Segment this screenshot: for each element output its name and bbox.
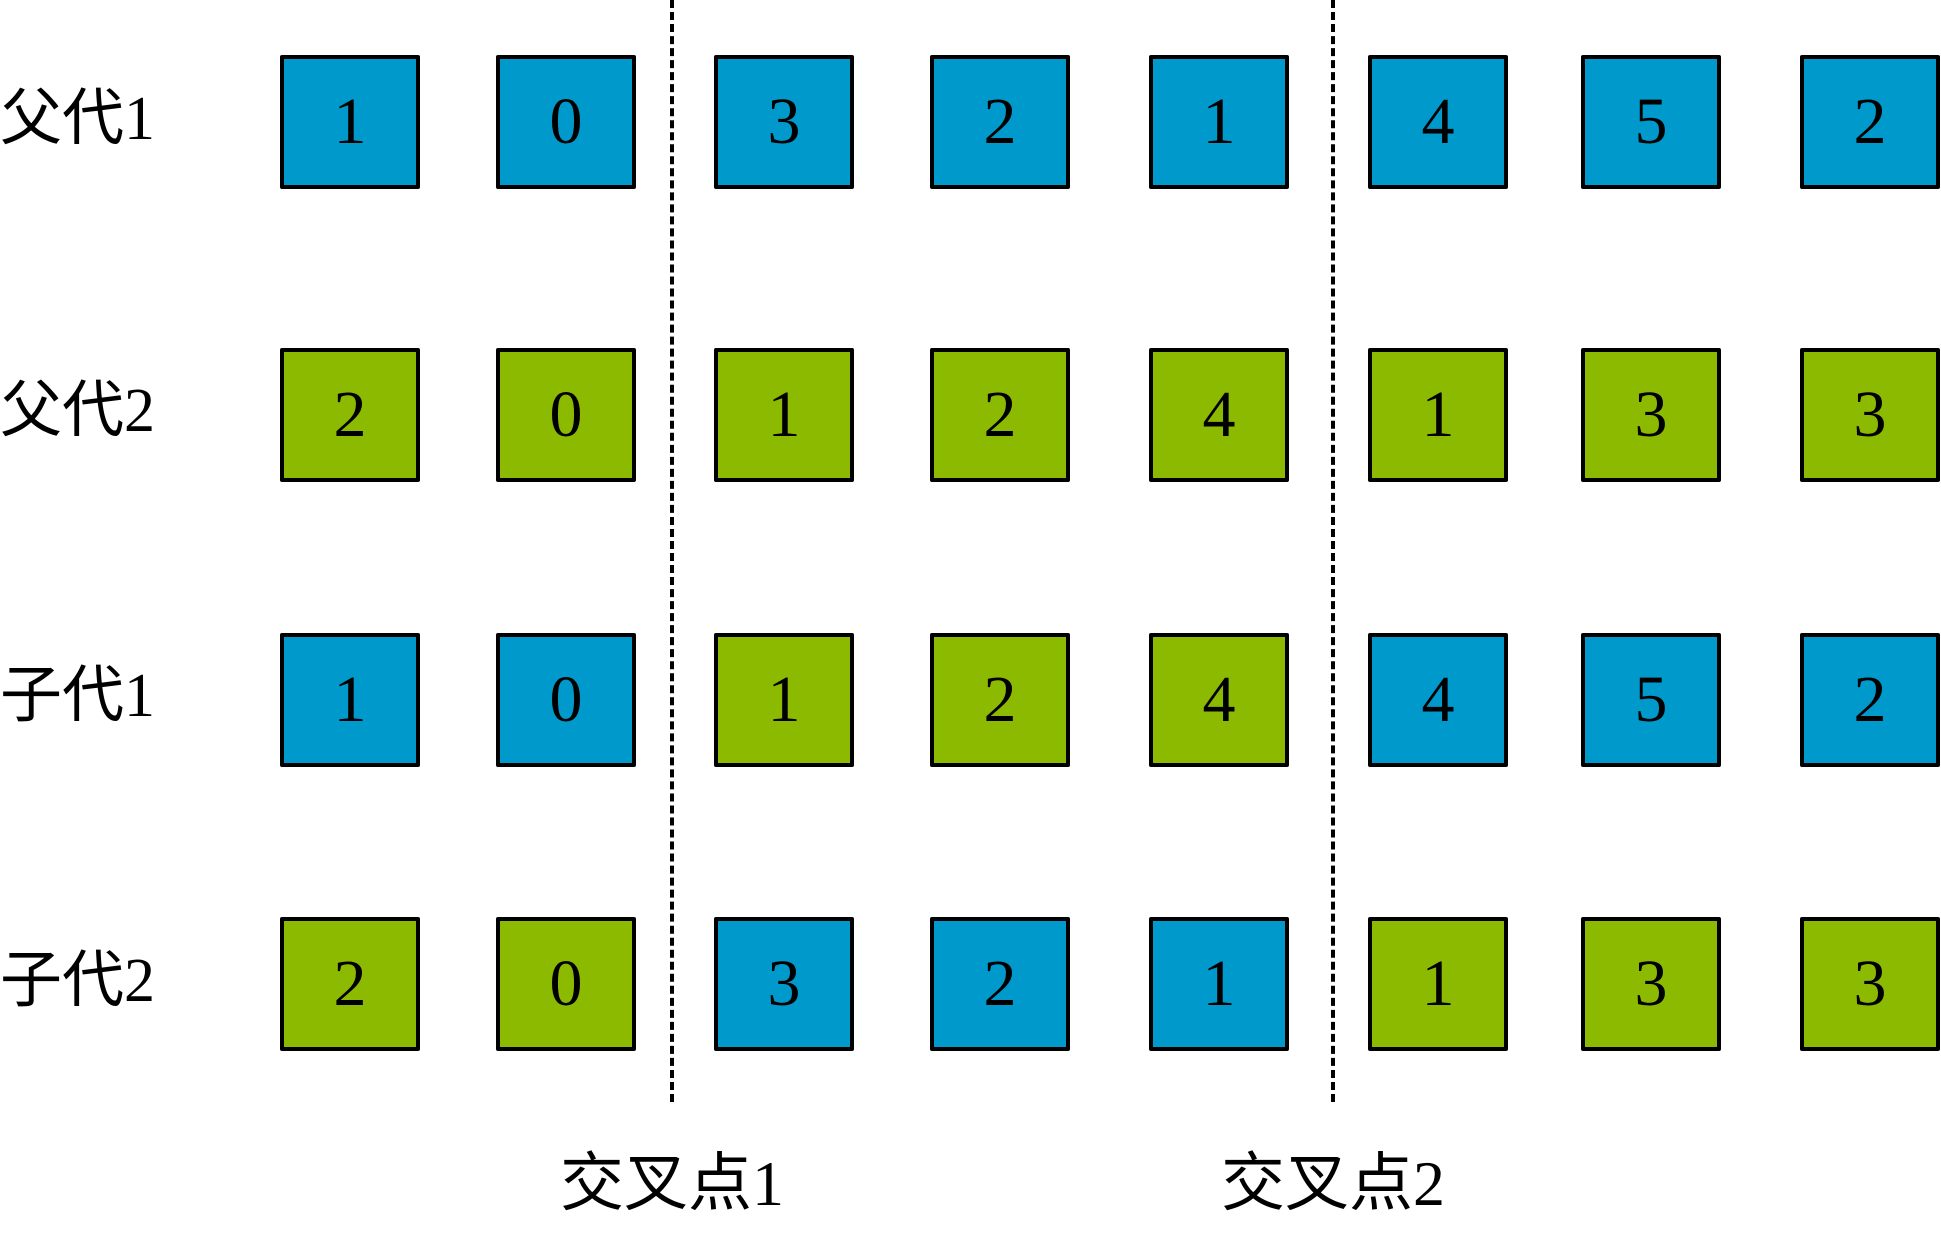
gene-box: 3 bbox=[714, 917, 854, 1051]
gene-box: 1 bbox=[1149, 917, 1289, 1051]
gene-value: 1 bbox=[1202, 947, 1236, 1020]
gene-box: 3 bbox=[714, 55, 854, 189]
gene-box: 2 bbox=[280, 917, 420, 1051]
gene-box: 3 bbox=[1581, 917, 1721, 1051]
gene-box: 4 bbox=[1368, 55, 1508, 189]
gene-value: 3 bbox=[1634, 947, 1668, 1020]
gene-value: 3 bbox=[1853, 947, 1887, 1020]
gene-box: 1 bbox=[1368, 917, 1508, 1051]
gene-box: 2 bbox=[1800, 633, 1940, 767]
gene-box: 5 bbox=[1581, 633, 1721, 767]
gene-box: 4 bbox=[1149, 633, 1289, 767]
gene-box: 0 bbox=[496, 633, 636, 767]
gene-value: 2 bbox=[1853, 663, 1887, 736]
gene-value: 2 bbox=[333, 378, 367, 451]
gene-value: 1 bbox=[1421, 378, 1455, 451]
gene-box: 1 bbox=[714, 348, 854, 482]
gene-box: 3 bbox=[1800, 917, 1940, 1051]
gene-box: 2 bbox=[930, 917, 1070, 1051]
gene-value: 3 bbox=[1634, 378, 1668, 451]
row-label: 子代1 bbox=[0, 662, 156, 730]
gene-value: 1 bbox=[333, 85, 367, 158]
gene-value: 2 bbox=[983, 378, 1017, 451]
row-label: 子代2 bbox=[0, 947, 156, 1015]
gene-box: 1 bbox=[280, 55, 420, 189]
gene-value: 2 bbox=[983, 947, 1017, 1020]
gene-value: 0 bbox=[549, 85, 583, 158]
row-label: 父代2 bbox=[0, 377, 156, 445]
gene-value: 4 bbox=[1421, 663, 1455, 736]
gene-box: 0 bbox=[496, 348, 636, 482]
gene-value: 5 bbox=[1634, 85, 1668, 158]
gene-value: 1 bbox=[1202, 85, 1236, 158]
gene-box: 3 bbox=[1581, 348, 1721, 482]
crossover-line bbox=[1331, 0, 1335, 1102]
gene-value: 2 bbox=[333, 947, 367, 1020]
gene-value: 2 bbox=[1853, 85, 1887, 158]
gene-value: 5 bbox=[1634, 663, 1668, 736]
gene-value: 0 bbox=[549, 663, 583, 736]
gene-box: 1 bbox=[714, 633, 854, 767]
gene-value: 0 bbox=[549, 378, 583, 451]
gene-box: 1 bbox=[280, 633, 420, 767]
gene-value: 0 bbox=[549, 947, 583, 1020]
gene-value: 1 bbox=[767, 663, 801, 736]
gene-value: 4 bbox=[1421, 85, 1455, 158]
gene-value: 4 bbox=[1202, 378, 1236, 451]
gene-value: 4 bbox=[1202, 663, 1236, 736]
gene-value: 1 bbox=[333, 663, 367, 736]
gene-box: 5 bbox=[1581, 55, 1721, 189]
gene-value: 2 bbox=[983, 663, 1017, 736]
gene-box: 4 bbox=[1149, 348, 1289, 482]
gene-box: 2 bbox=[280, 348, 420, 482]
gene-box: 0 bbox=[496, 917, 636, 1051]
gene-value: 1 bbox=[1421, 947, 1455, 1020]
crossover-label: 交叉点1 bbox=[560, 1148, 784, 1219]
gene-box: 1 bbox=[1368, 348, 1508, 482]
gene-box: 4 bbox=[1368, 633, 1508, 767]
gene-value: 3 bbox=[767, 947, 801, 1020]
gene-box: 2 bbox=[930, 55, 1070, 189]
gene-box: 2 bbox=[930, 633, 1070, 767]
gene-value: 2 bbox=[983, 85, 1017, 158]
gene-box: 2 bbox=[1800, 55, 1940, 189]
crossover-label: 交叉点2 bbox=[1221, 1148, 1445, 1219]
row-label: 父代1 bbox=[0, 85, 156, 153]
gene-value: 3 bbox=[767, 85, 801, 158]
crossover-line bbox=[670, 0, 674, 1102]
gene-value: 1 bbox=[767, 378, 801, 451]
gene-value: 3 bbox=[1853, 378, 1887, 451]
gene-box: 3 bbox=[1800, 348, 1940, 482]
gene-box: 0 bbox=[496, 55, 636, 189]
gene-box: 2 bbox=[930, 348, 1070, 482]
gene-box: 1 bbox=[1149, 55, 1289, 189]
